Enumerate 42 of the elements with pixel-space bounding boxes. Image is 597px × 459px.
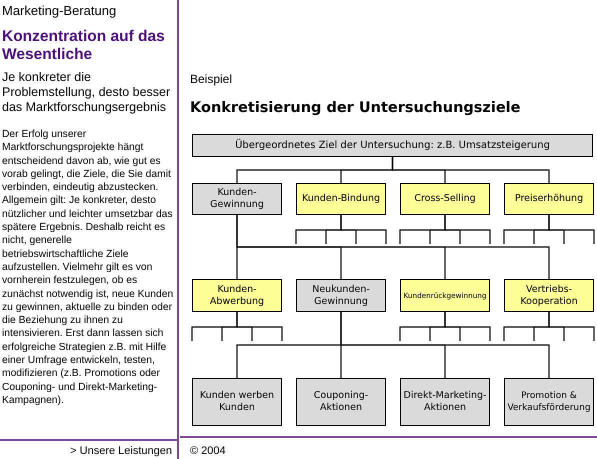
branch-line <box>548 312 595 341</box>
goal-box <box>400 378 490 426</box>
goal-box <box>504 183 594 215</box>
goal-box <box>400 279 490 312</box>
branch-line <box>548 215 595 244</box>
goal-box <box>192 378 282 426</box>
link: > Unsere Leistungen <box>69 445 172 457</box>
box-text: Couponing-Aktionen <box>312 390 370 414</box>
goal-box <box>400 183 490 215</box>
goal-box <box>504 378 594 426</box>
box-text: Kunden-Abwerbung <box>208 284 266 308</box>
section-label: Marketing-Beratung <box>2 3 118 18</box>
branch-line <box>444 312 491 341</box>
box-text: Übergeordnetes Ziel der Untersuchung: z.B. Umsatzsteigerung <box>235 140 550 152</box>
subheading: Je konkreter die Problemstellung, desto besser das Marktforschungsergebnis <box>2 70 172 115</box>
branch-line <box>340 215 387 244</box>
section-label: Beispiel <box>190 72 234 86</box>
connector-line <box>236 215 550 279</box>
goal-box <box>192 183 282 215</box>
branch-line <box>236 312 283 341</box>
box-text: Kunden werben Kunden <box>198 390 276 414</box>
box-text: Promotion & Verkaufsförderung <box>507 390 591 414</box>
connector-line <box>340 312 550 378</box>
box-text: Kunden-Bindung <box>302 193 380 205</box>
goal-box <box>296 378 386 426</box>
diagram-title: Konkretisierung der Untersuchungsziele <box>190 100 520 116</box>
page-heading: Konzentration auf das Wesentliche <box>2 28 166 64</box>
goal-box <box>296 279 386 312</box>
branch-line <box>444 215 491 244</box>
goal-box <box>296 183 386 215</box>
connector-line <box>392 157 550 183</box>
goal-box <box>192 134 593 157</box>
box-text: Direkt-Marketing-Aktionen <box>403 390 487 414</box>
goal-box <box>192 279 282 312</box>
box-text: Preiserhöhung <box>514 193 584 205</box>
box-text: Vertriebs-Kooperation <box>519 284 579 308</box>
box-text: Kunden-Gewinnung <box>209 187 265 211</box>
copyright-text: © 2004 <box>190 445 227 457</box>
box-text: Neukunden-Gewinnung <box>311 284 371 308</box>
body-paragraph: Der Erfolg unserer Marktforschungsprojekte hängt entscheidend davon ab, wie gut es vorab gelingt, die Ziele, die Sie damit verbinden, eindeutig abzustecken. Allgemein gilt: Je konkreter, desto nützlicher und leichter umsetzbar das spätere Ergebnis. Deshalb reicht es nicht, generelle betriebswirtschaftliche Ziele aufzustellen. Vielmehr gilt es von vornherein festzulegen, ob es zunächst notwendig ist, neue Kunden zu gewinnen, aktuelle zu binden oder die Beziehung zu ihnen zu intensivieren. Erst dann lassen sich erfolgreiche Strategien z.B. mit Hilfe einer Umfrage entwickeln, testen, modifizieren (z.B. Promotions oder Couponing- und Direkt-Marketing-Kampagnen). <box>2 128 174 408</box>
box-text: Cross-Selling <box>414 193 476 205</box>
goal-box <box>504 279 594 312</box>
